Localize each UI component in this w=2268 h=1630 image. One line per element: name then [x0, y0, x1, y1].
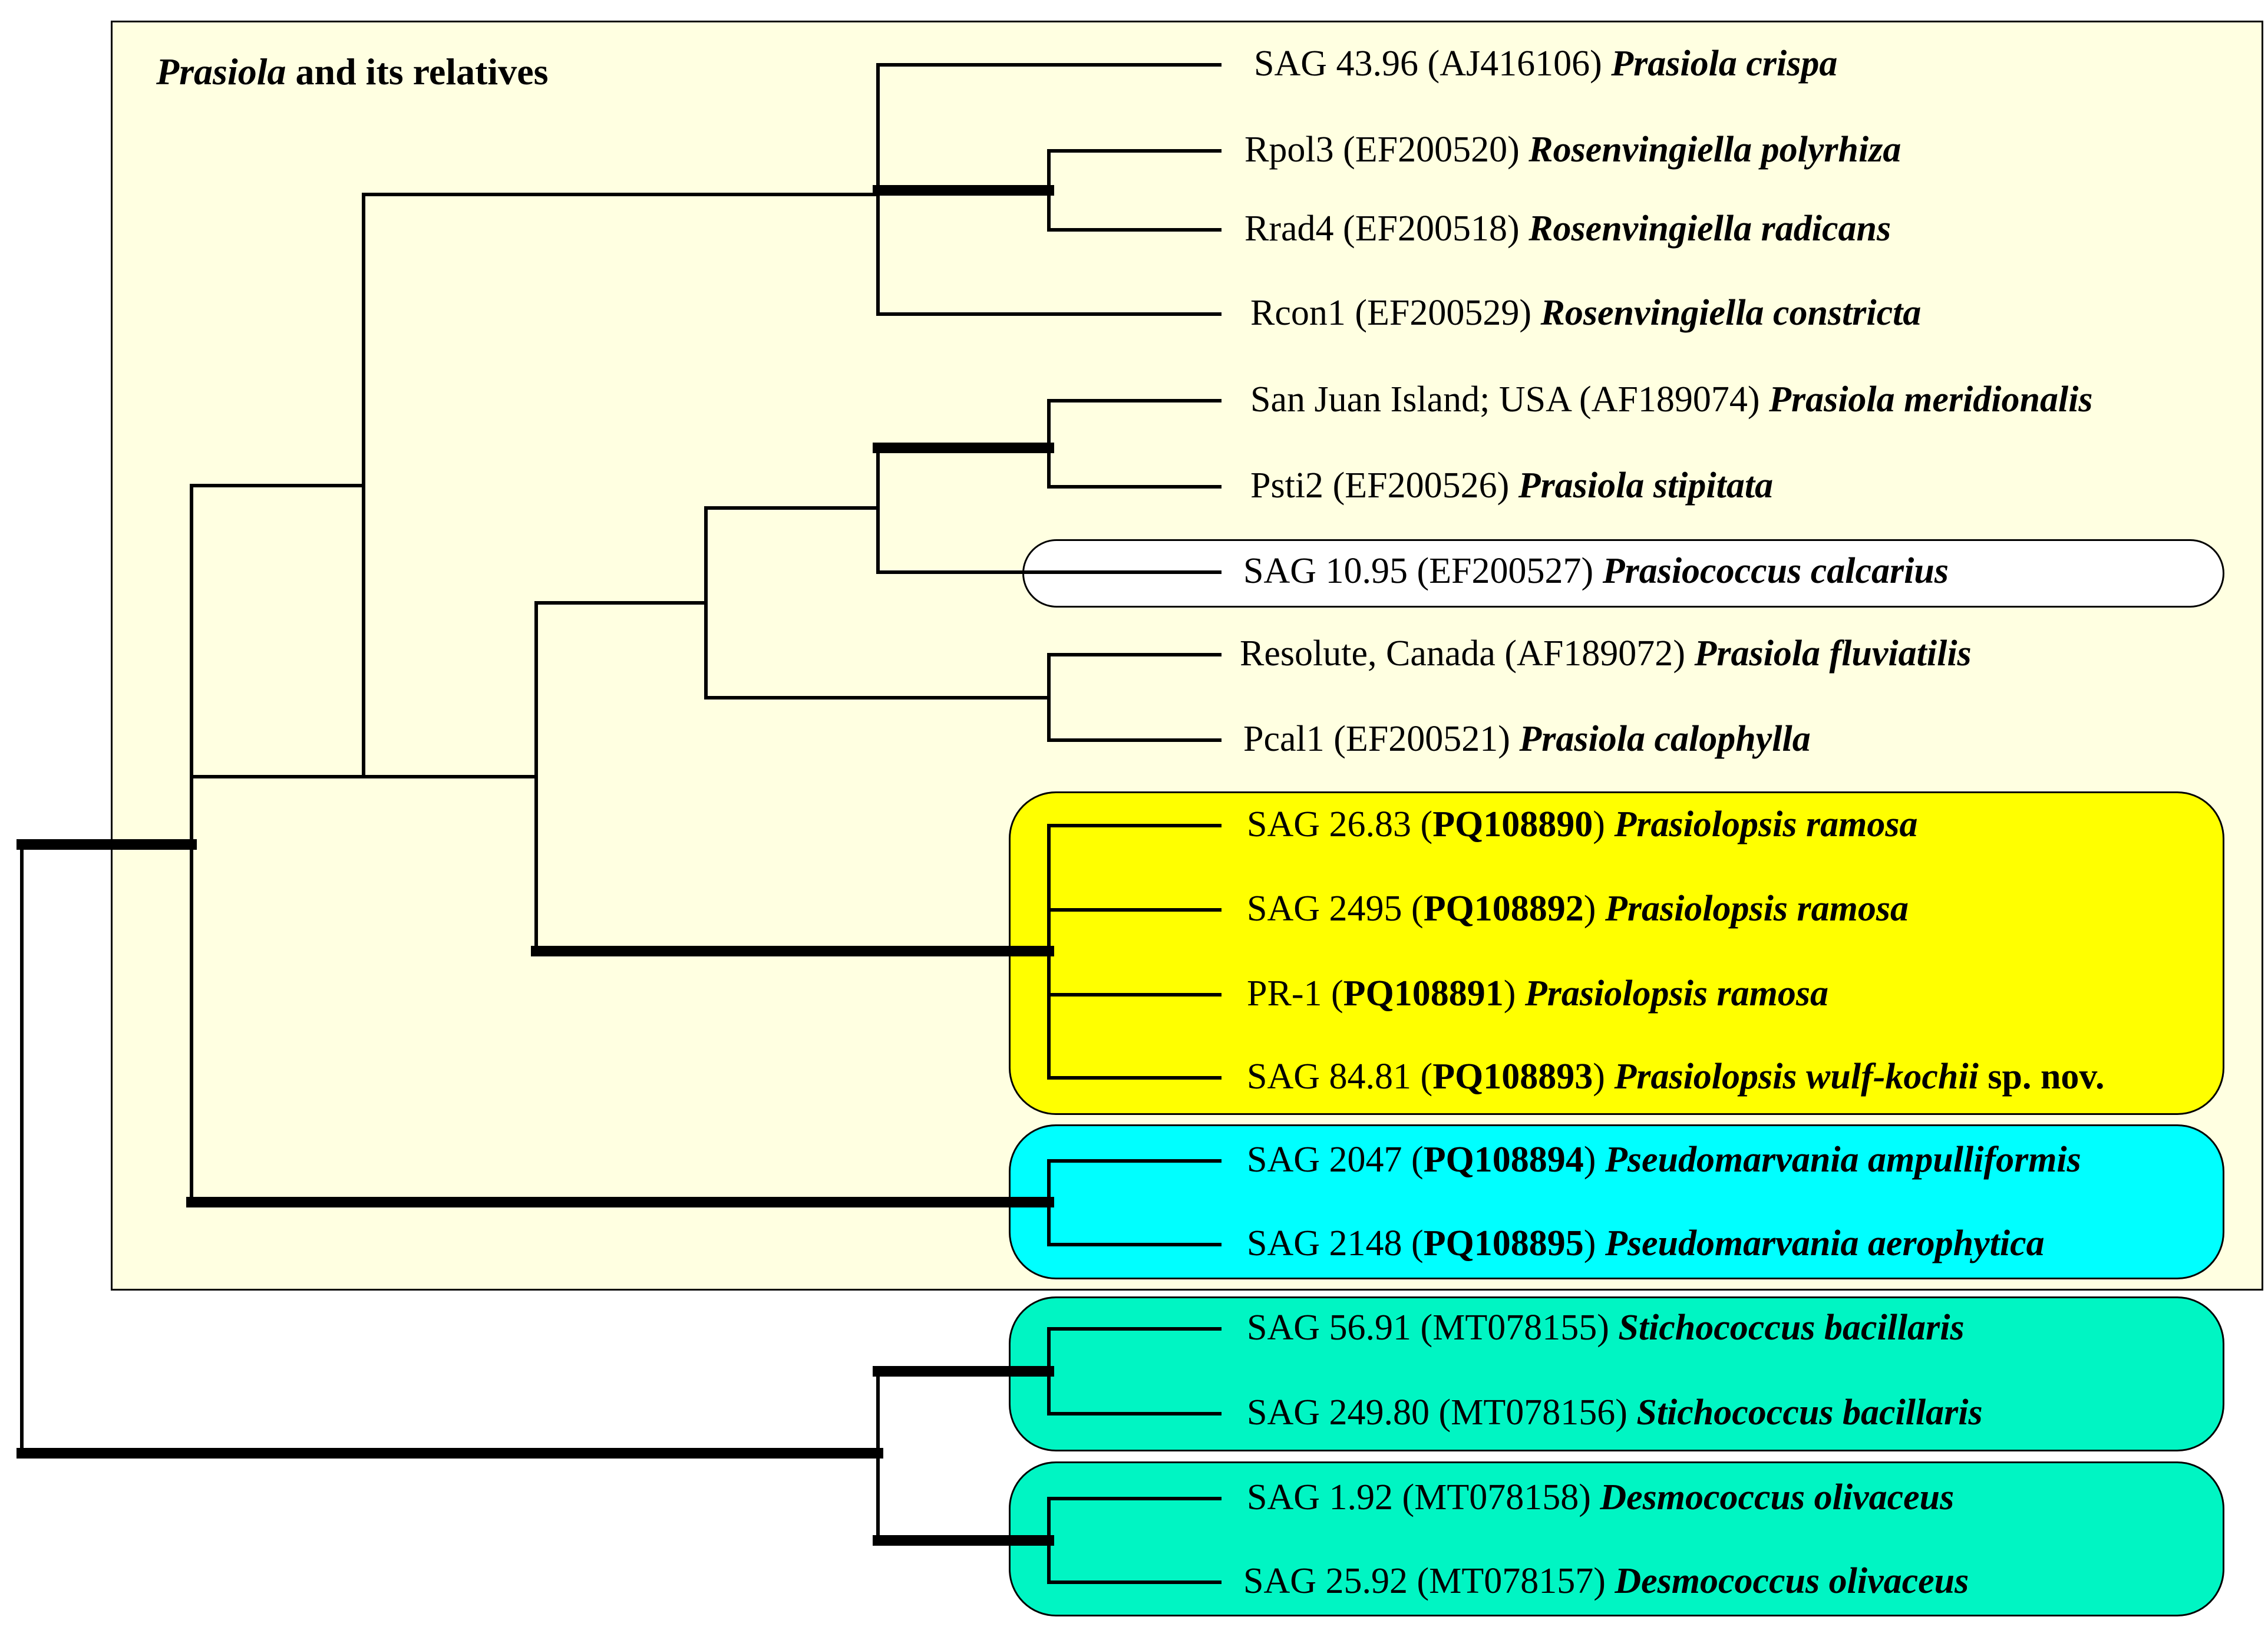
leaf-label: Rpol3 (EF200520) Rosenvingiella polyrhiz… — [1244, 130, 1901, 170]
leaf-label: SAG 43.96 (AJ416106) Prasiola crispa — [1254, 44, 1838, 84]
leaf-label: Rcon1 (EF200529) Rosenvingiella constric… — [1250, 293, 1922, 333]
leaf-species: Rosenvingiella radicans — [1528, 209, 1891, 249]
leaf-label: SAG 2495 (PQ108892) Prasiolopsis ramosa — [1247, 889, 1909, 929]
leaf-species: Prasiola fluviatilis — [1694, 633, 1972, 674]
leaf-accession: EF200529 — [1367, 293, 1520, 333]
leaf-label: SAG 84.81 (PQ108893) Prasiolopsis wulf-k… — [1247, 1057, 2105, 1097]
panel-title-genus: Prasiola — [156, 51, 286, 93]
leaf-species: Desmococcus olivaceus — [1615, 1561, 1969, 1601]
leaf-strain: Pcal1 — [1243, 719, 1325, 759]
leaf-label: SAG 26.83 (PQ108890) Prasiolopsis ramosa — [1247, 804, 1918, 844]
desmococcus-clade-box — [1009, 1461, 2224, 1616]
leaf-label: San Juan Island; USA (AF189074) Prasiola… — [1250, 380, 2093, 420]
leaf-accession: MT078158 — [1414, 1477, 1579, 1517]
leaf-species: Rosenvingiella polyrhiza — [1528, 130, 1901, 170]
leaf-accession: EF200526 — [1345, 466, 1497, 506]
leaf-label: SAG 249.80 (MT078156) Stichococcus bacil… — [1247, 1393, 1983, 1433]
leaf-label: Resolute, Canada (AF189072) Prasiola flu… — [1240, 633, 1972, 674]
leaf-strain: SAG 25.92 — [1243, 1561, 1408, 1601]
panel-title-rest: and its relatives — [286, 51, 549, 93]
leaf-accession: AF189072 — [1517, 633, 1673, 674]
leaf-species: Pseudomarvania aerophytica — [1605, 1223, 2045, 1263]
stichococcus-clade-box — [1009, 1296, 2224, 1451]
leaf-strain: San Juan Island; USA — [1250, 380, 1570, 420]
leaf-strain: Psti2 — [1250, 466, 1324, 506]
leaf-accession: EF200521 — [1345, 719, 1498, 759]
leaf-label: PR-1 (PQ108891) Prasiolopsis ramosa — [1247, 974, 1828, 1014]
leaf-accession: PQ108895 — [1423, 1223, 1584, 1263]
leaf-accession: EF200527 — [1429, 551, 1582, 591]
leaf-species: Rosenvingiella constricta — [1540, 293, 1922, 333]
leaf-species: Prasiolopsis ramosa — [1524, 974, 1828, 1014]
leaf-accession: PQ108893 — [1432, 1057, 1593, 1097]
leaf-label: SAG 2148 (PQ108895) Pseudomarvania aerop… — [1247, 1223, 2045, 1263]
leaf-strain: SAG 10.95 — [1243, 551, 1408, 591]
leaf-strain: SAG 56.91 — [1247, 1308, 1412, 1348]
leaf-species: Prasiolopsis wulf-kochii — [1614, 1057, 1979, 1097]
leaf-species: Desmococcus olivaceus — [1600, 1477, 1955, 1517]
leaf-strain: Rcon1 — [1250, 293, 1346, 333]
leaf-label: SAG 56.91 (MT078155) Stichococcus bacill… — [1247, 1308, 1965, 1348]
leaf-strain: SAG 43.96 — [1254, 44, 1419, 84]
pseudomarvania-clade-box — [1009, 1124, 2224, 1279]
leaf-species: Pseudomarvania ampulliformis — [1605, 1140, 2081, 1180]
leaf-species: Prasiococcus calcarius — [1602, 551, 1949, 591]
leaf-strain: SAG 2148 — [1247, 1223, 1402, 1263]
leaf-accession: MT078157 — [1429, 1561, 1594, 1601]
leaf-accession: MT078155 — [1432, 1308, 1597, 1348]
leaf-species: Stichococcus bacillaris — [1618, 1308, 1965, 1348]
leaf-label: SAG 2047 (PQ108894) Pseudomarvania ampul… — [1247, 1140, 2081, 1180]
leaf-strain: SAG 249.80 — [1247, 1393, 1430, 1433]
leaf-species: Prasiola crispa — [1611, 44, 1838, 84]
leaf-label: Psti2 (EF200526) Prasiola stipitata — [1250, 466, 1774, 506]
leaf-accession: AJ416106 — [1440, 44, 1590, 84]
leaf-strain: PR-1 — [1247, 974, 1322, 1014]
leaf-label: Pcal1 (EF200521) Prasiola calophylla — [1243, 719, 1811, 759]
leaf-label: Rrad4 (EF200518) Rosenvingiella radicans — [1244, 209, 1891, 249]
leaf-species: Prasiolopsis ramosa — [1605, 889, 1909, 929]
leaf-accession: EF200520 — [1355, 130, 1508, 170]
leaf-strain: SAG 2047 — [1247, 1140, 1402, 1180]
prasiolopsis-clade-box — [1009, 791, 2224, 1115]
leaf-strain: SAG 2495 — [1247, 889, 1402, 929]
leaf-species: Stichococcus bacillaris — [1636, 1393, 1983, 1433]
prasiococcus-clade-box — [1022, 539, 2224, 608]
leaf-accession: AF189074 — [1591, 380, 1748, 420]
leaf-label: SAG 10.95 (EF200527) Prasiococcus calcar… — [1243, 551, 1949, 591]
leaf-accession: PQ108892 — [1423, 889, 1584, 929]
leaf-accession: PQ108890 — [1432, 804, 1593, 844]
leaf-accession: EF200518 — [1355, 209, 1508, 249]
leaf-accession: MT078156 — [1451, 1393, 1616, 1433]
leaf-species: Prasiola calophylla — [1519, 719, 1811, 759]
leaf-suffix: sp. nov. — [1978, 1057, 2105, 1097]
leaf-strain: SAG 1.92 — [1247, 1477, 1394, 1517]
leaf-strain: Rpol3 — [1244, 130, 1334, 170]
leaf-accession: PQ108894 — [1423, 1140, 1584, 1180]
leaf-species: Prasiola stipitata — [1518, 466, 1774, 506]
leaf-accession: PQ108891 — [1343, 974, 1504, 1014]
leaf-species: Prasiolopsis ramosa — [1614, 804, 1918, 844]
leaf-species: Prasiola meridionalis — [1769, 380, 2093, 420]
leaf-strain: SAG 26.83 — [1247, 804, 1412, 844]
leaf-strain: Resolute, Canada — [1240, 633, 1496, 674]
panel-title: Prasiola and its relatives — [156, 50, 549, 94]
leaf-label: SAG 25.92 (MT078157) Desmococcus olivace… — [1243, 1561, 1969, 1601]
leaf-strain: Rrad4 — [1244, 209, 1334, 249]
leaf-label: SAG 1.92 (MT078158) Desmococcus olivaceu… — [1247, 1477, 1955, 1517]
leaf-strain: SAG 84.81 — [1247, 1057, 1412, 1097]
